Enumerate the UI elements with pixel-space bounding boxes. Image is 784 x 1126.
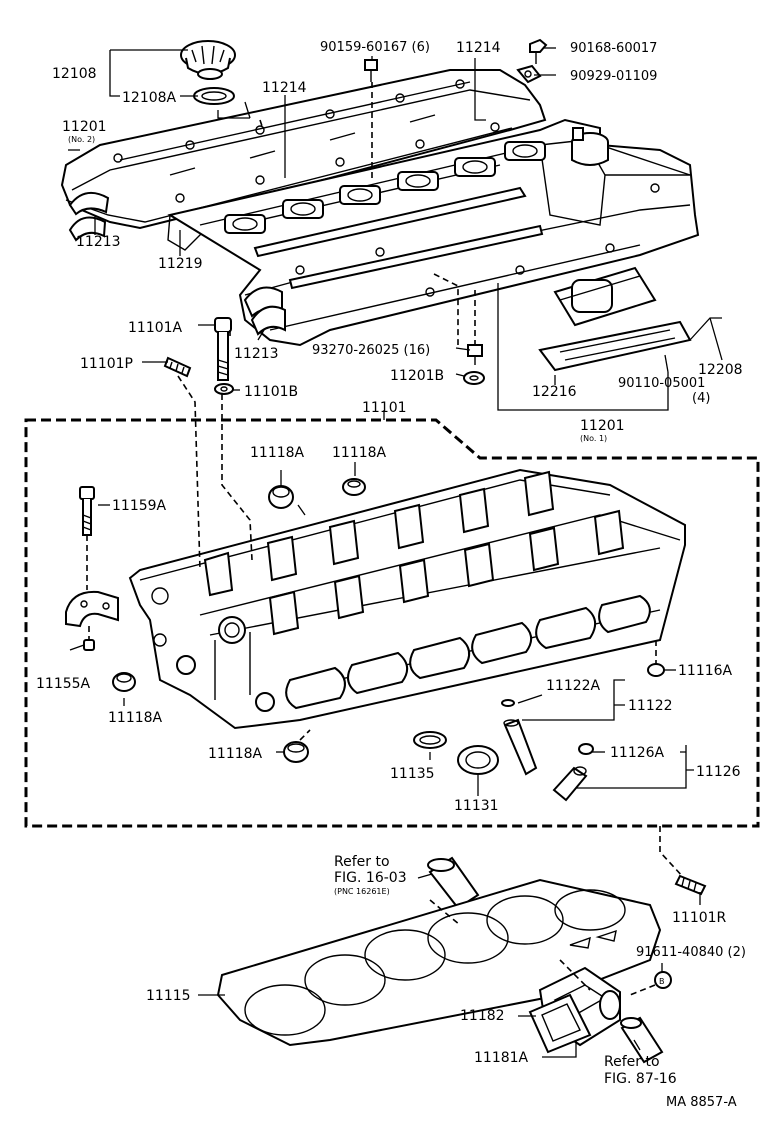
label-11135: 11135 — [390, 766, 435, 782]
cylinder-head-sub-assy-box — [24, 418, 760, 828]
cylinder-head — [128, 468, 686, 730]
pin-11155a — [83, 639, 95, 651]
label-11131: 11131 — [454, 798, 499, 814]
figure-code: MA 8857-A — [666, 1095, 737, 1110]
label-90168: 90168-60017 — [570, 41, 657, 56]
semi-circular-plug-a — [68, 191, 110, 242]
label-refer-2a: Refer to — [604, 1054, 660, 1070]
semi-circular-plug-b — [250, 305, 286, 336]
label-11115: 11115 — [146, 988, 191, 1004]
label-11118a-4: 11118A — [208, 746, 263, 762]
ring-11116a — [647, 663, 665, 677]
head-gasket-11115 — [216, 878, 662, 1047]
head-bolt-11101a — [214, 317, 232, 381]
guide-11122 — [501, 699, 538, 776]
label-12208: 12208 — [698, 362, 743, 378]
label-qty4: (4) — [692, 391, 710, 406]
washer-11101b — [214, 383, 234, 395]
label-11118a-3: 11118A — [108, 710, 163, 726]
label-11219: 11219 — [158, 256, 203, 272]
plug-11118a-1 — [268, 485, 294, 509]
label-11126a: 11126A — [610, 745, 665, 761]
label-no1: (No. 1) — [580, 434, 607, 443]
plug-11118a-4 — [283, 741, 309, 763]
bolt-90168 — [529, 38, 548, 64]
label-11181a: 11181A — [474, 1050, 529, 1066]
label-refer-2b: FIG. 87-16 — [604, 1071, 677, 1087]
plug-11118a-3 — [112, 672, 136, 692]
pipe-16-03 — [427, 856, 480, 910]
label-11101b: 11101B — [244, 384, 298, 400]
label-90929: 90929-01109 — [570, 69, 657, 84]
label-11116a: 11116A — [678, 663, 733, 679]
label-11118a-2: 11118A — [332, 445, 387, 461]
filler-cap-gasket — [193, 87, 235, 105]
label-11213-right: 11213 — [234, 346, 279, 362]
pipe-87-16 — [620, 1016, 664, 1064]
bolt-90159 — [364, 59, 378, 82]
bearing-cap-11155a — [65, 590, 119, 628]
label-90159: 90159-60167 (6) — [320, 40, 430, 55]
label-90110: 90110-05001 — [618, 376, 705, 391]
label-11101a: 11101A — [128, 320, 183, 336]
stud-11101r — [674, 874, 707, 896]
label-refer-1a: Refer to — [334, 854, 390, 870]
label-11101: 11101 — [362, 400, 407, 416]
guide-11126 — [552, 743, 594, 802]
circle-b-text: B — [659, 977, 665, 986]
label-11159a: 11159A — [112, 498, 167, 514]
label-11101r: 11101R — [672, 910, 727, 926]
insert-11131 — [457, 745, 499, 775]
ring-11135 — [413, 731, 447, 749]
label-12108: 12108 — [52, 66, 97, 82]
bolt-93270 — [467, 344, 483, 365]
label-11101p: 11101P — [80, 356, 133, 372]
label-11118a-1: 11118A — [250, 445, 305, 461]
gasket-11181a — [528, 993, 592, 1054]
label-12108a: 12108A — [122, 90, 177, 106]
label-11122: 11122 — [628, 698, 673, 714]
oil-filler-cap — [180, 40, 236, 80]
cylinder-head-cover-no2 — [60, 69, 547, 230]
label-no2: (No. 2) — [68, 135, 95, 144]
bolt-11159a — [79, 486, 95, 536]
label-refer-1b: FIG. 16-03 — [334, 870, 407, 886]
plate-12216 — [538, 320, 692, 372]
label-11201-no2: 11201 — [62, 119, 107, 135]
label-11213-left: 11213 — [76, 234, 121, 250]
circle-b-marker: B — [654, 971, 672, 989]
label-11201-no1: 11201 — [580, 418, 625, 434]
label-11155a: 11155A — [36, 676, 91, 692]
label-11214-left: 11214 — [262, 80, 307, 96]
plug-11118a-2 — [342, 478, 366, 496]
seal-washer-11201b — [463, 371, 485, 385]
label-pnc: (PNC 16261E) — [334, 887, 390, 896]
stud-11101p — [163, 356, 192, 378]
label-11126: 11126 — [696, 764, 741, 780]
center-cover-12208 — [553, 266, 657, 327]
label-11214-top: 11214 — [456, 40, 501, 56]
label-11182: 11182 — [460, 1008, 505, 1024]
label-93270: 93270-26025 (16) — [312, 343, 430, 358]
label-12216: 12216 — [532, 384, 577, 400]
label-91611: 91611-40840 (2) — [636, 945, 746, 960]
leader-lines — [68, 47, 723, 1058]
label-11122a: 11122A — [546, 678, 601, 694]
cylinder-head-cover-no1 — [167, 118, 700, 347]
clamp-90929 — [516, 64, 542, 84]
label-11201b: 11201B — [390, 368, 444, 384]
